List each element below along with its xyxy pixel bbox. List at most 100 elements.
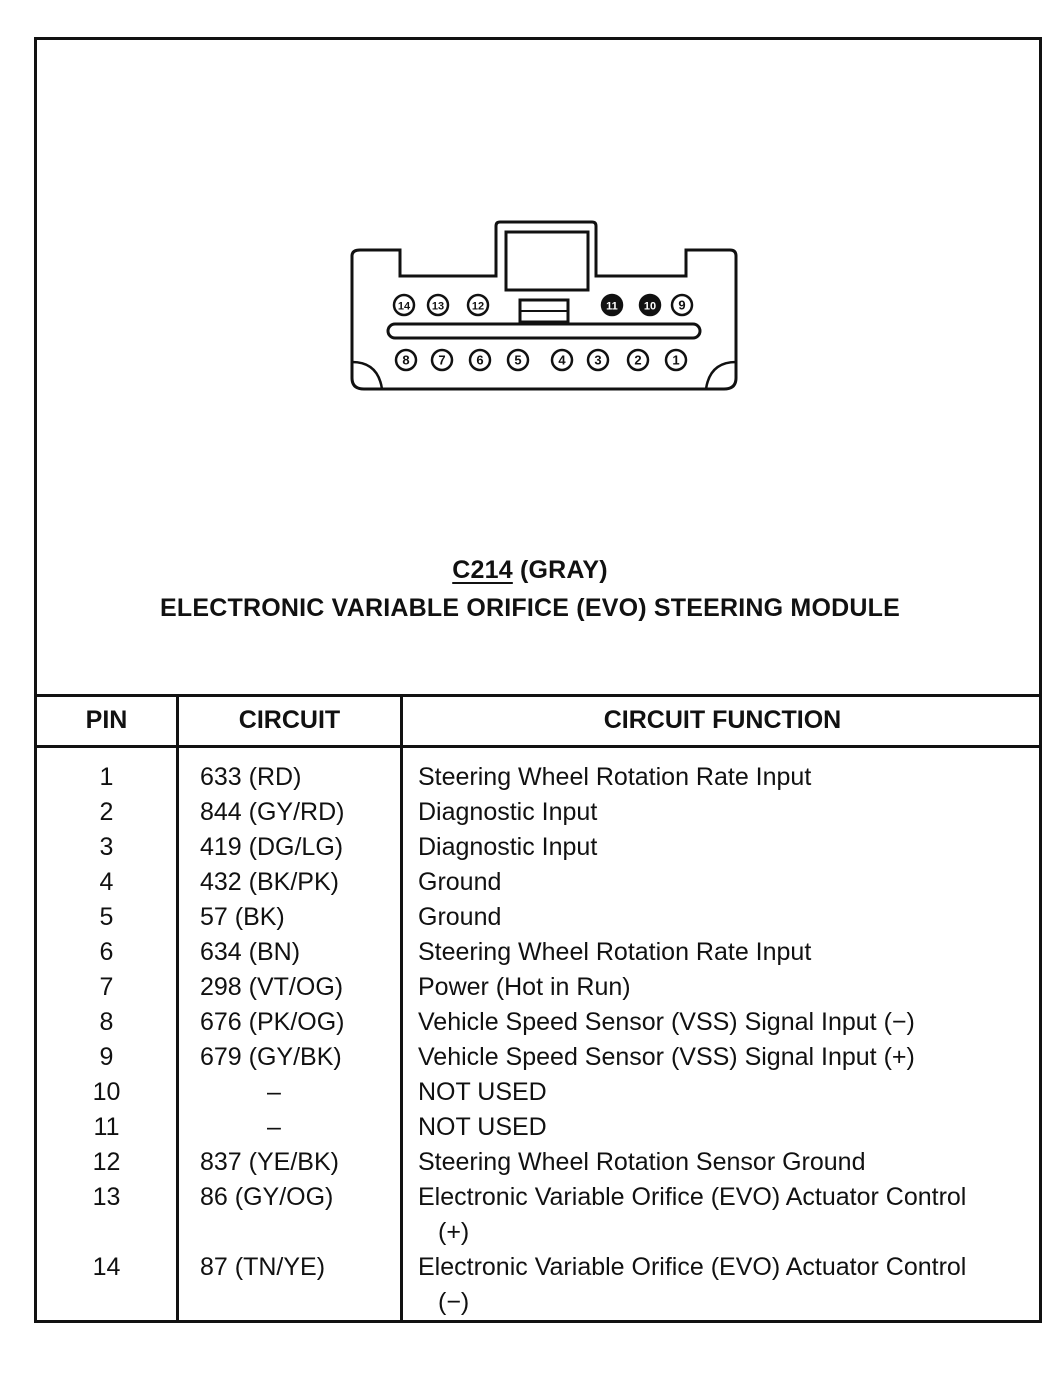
pin-number: 3: [99, 833, 114, 861]
circuit-function-text: Diagnostic Input: [418, 798, 598, 826]
circuit-function: NOT USED: [418, 1075, 1028, 1110]
circuit-function: Electronic Variable Orifice (EVO) Actuat…: [418, 1180, 1028, 1250]
circuit-function-text: Diagnostic Input: [418, 833, 598, 861]
circuit-function-text: Steering Wheel Rotation Rate Input: [418, 763, 812, 791]
connector-pin-label: 10: [644, 301, 656, 313]
connector-pin: 14: [392, 293, 416, 317]
table-row: 14 87 (TN/YE) Electronic Variable Orifice …: [0, 1250, 1060, 1320]
connector-pin-label: 7: [438, 353, 445, 368]
connector-pin-label: 2: [634, 353, 641, 368]
table-row: 1 633 (RD) Steering Wheel Rotation Rate In…: [0, 760, 1060, 795]
pin-number: 1: [99, 763, 114, 791]
table-row: 2 844 (GY/RD) Diagnostic Input: [0, 795, 1060, 830]
circuit-function-text: Vehicle Speed Sensor (VSS) Signal Input …: [418, 1043, 915, 1071]
table-header-rule: [34, 745, 1042, 748]
table-row: 5 57 (BK) Ground: [0, 900, 1060, 935]
pin-number: 7: [99, 973, 114, 1001]
pin-number: 4: [99, 868, 114, 896]
table-row: 3 419 (DG/LG) Diagnostic Input: [0, 830, 1060, 865]
connector-pin: 12: [466, 293, 490, 317]
locking-tab: [504, 230, 590, 292]
table-row: 4 432 (BK/PK) Ground: [0, 865, 1060, 900]
circuit-id: 87 (TN/YE): [200, 1253, 326, 1281]
circuit-function: Power (Hot in Run): [418, 970, 1028, 1005]
connector-pin-label: 13: [432, 301, 444, 313]
circuit-function-continuation: (−): [438, 1288, 470, 1316]
pin-number: 13: [92, 1183, 121, 1211]
circuit-function: NOT USED: [418, 1110, 1028, 1145]
circuit-function: Electronic Variable Orifice (EVO) Actuat…: [418, 1250, 1028, 1320]
table-row: 7 298 (VT/OG) Power (Hot in Run): [0, 970, 1060, 1005]
column-divider: [176, 694, 179, 1323]
connector-pin: 3: [586, 348, 610, 372]
table-row: 11 – NOT USED: [0, 1110, 1060, 1145]
connector-pin: 8: [394, 348, 418, 372]
circuit-function: Steering Wheel Rotation Rate Input: [418, 935, 1028, 970]
pin-number: 9: [99, 1043, 114, 1071]
table-row: 13 86 (GY/OG) Electronic Variable Orifice …: [0, 1180, 1060, 1250]
circuit-function-text: Steering Wheel Rotation Sensor Ground: [418, 1148, 866, 1176]
circuit-function: Ground: [418, 900, 1028, 935]
pinout-table-body: 1 633 (RD) Steering Wheel Rotation Rate In…: [0, 760, 1060, 1320]
circuit-function: Diagnostic Input: [418, 830, 1028, 865]
circuit-function: Vehicle Speed Sensor (VSS) Signal Input …: [418, 1005, 1028, 1040]
table-row: 8 676 (PK/OG) Vehicle Speed Sensor (VSS) S…: [0, 1005, 1060, 1040]
connector-pin: 10: [638, 293, 662, 317]
table-row: 9 679 (GY/BK) Vehicle Speed Sensor (VSS) S…: [0, 1040, 1060, 1075]
circuit-function-text: Vehicle Speed Sensor (VSS) Signal Input …: [418, 1008, 915, 1036]
circuit-function: Steering Wheel Rotation Sensor Ground: [418, 1145, 1028, 1180]
connector-pin-label: 8: [402, 353, 409, 368]
circuit-id: 633 (RD): [200, 763, 302, 791]
circuit-id: 679 (GY/BK): [200, 1043, 342, 1071]
circuit-function: Steering Wheel Rotation Rate Input: [418, 760, 1028, 795]
connector-pin-label: 12: [472, 301, 484, 313]
circuit-function-text: NOT USED: [418, 1113, 547, 1141]
circuit-function: Vehicle Speed Sensor (VSS) Signal Input …: [418, 1040, 1028, 1075]
connector-id: C214: [452, 556, 513, 584]
pin-number: 6: [99, 938, 114, 966]
circuit-function-text: Ground: [418, 868, 502, 896]
circuit-id: 419 (DG/LG): [200, 833, 344, 861]
pin-number: 2: [99, 798, 114, 826]
connector-pin: 13: [426, 293, 450, 317]
diagram-frame: [34, 37, 1042, 1323]
circuit-function-text: NOT USED: [418, 1078, 547, 1106]
table-top-rule: [34, 694, 1042, 697]
connector-pin-label: 14: [398, 301, 411, 313]
pin-number: 8: [99, 1008, 114, 1036]
divider-rail: [386, 322, 702, 340]
connector-pin: 2: [626, 348, 650, 372]
circuit-function: Ground: [418, 865, 1028, 900]
module-name: ELECTRONIC VARIABLE ORIFICE (EVO) STEERI…: [160, 594, 900, 622]
pin-number: 12: [92, 1148, 121, 1176]
circuit-id: 432 (BK/PK): [200, 868, 339, 896]
header-circuit: CIRCUIT: [238, 706, 341, 734]
circuit-id: 57 (BK): [200, 903, 285, 931]
circuit-id: 837 (YE/BK): [200, 1148, 339, 1176]
connector-housing: [350, 220, 738, 391]
connector-pin: 9: [670, 293, 694, 317]
circuit-function: Diagnostic Input: [418, 795, 1028, 830]
pin-number: 5: [99, 903, 114, 931]
connector-pin-label: 3: [594, 353, 601, 368]
circuit-function-text: Steering Wheel Rotation Rate Input: [418, 938, 812, 966]
connector-pin-label: 1: [672, 353, 679, 368]
connector-pin-label: 4: [558, 353, 566, 368]
connector-pin: 4: [550, 348, 574, 372]
pin-number: 11: [93, 1113, 120, 1141]
circuit-id: 86 (GY/OG): [200, 1183, 334, 1211]
circuit-id: 676 (PK/OG): [200, 1008, 345, 1036]
connector-pin-label: 11: [606, 301, 618, 313]
header-circuit-function: CIRCUIT FUNCTION: [603, 706, 842, 734]
pin-number: 14: [92, 1253, 121, 1281]
circuit-id: –: [267, 1113, 281, 1141]
circuit-function-continuation: (+): [438, 1218, 470, 1246]
circuit-id: 298 (VT/OG): [200, 973, 344, 1001]
circuit-id: 844 (GY/RD): [200, 798, 345, 826]
connector-pin: 1: [664, 348, 688, 372]
column-divider: [400, 694, 403, 1323]
circuit-function-text: Power (Hot in Run): [418, 973, 631, 1001]
circuit-function-text: Electronic Variable Orifice (EVO) Actuat…: [418, 1183, 967, 1211]
